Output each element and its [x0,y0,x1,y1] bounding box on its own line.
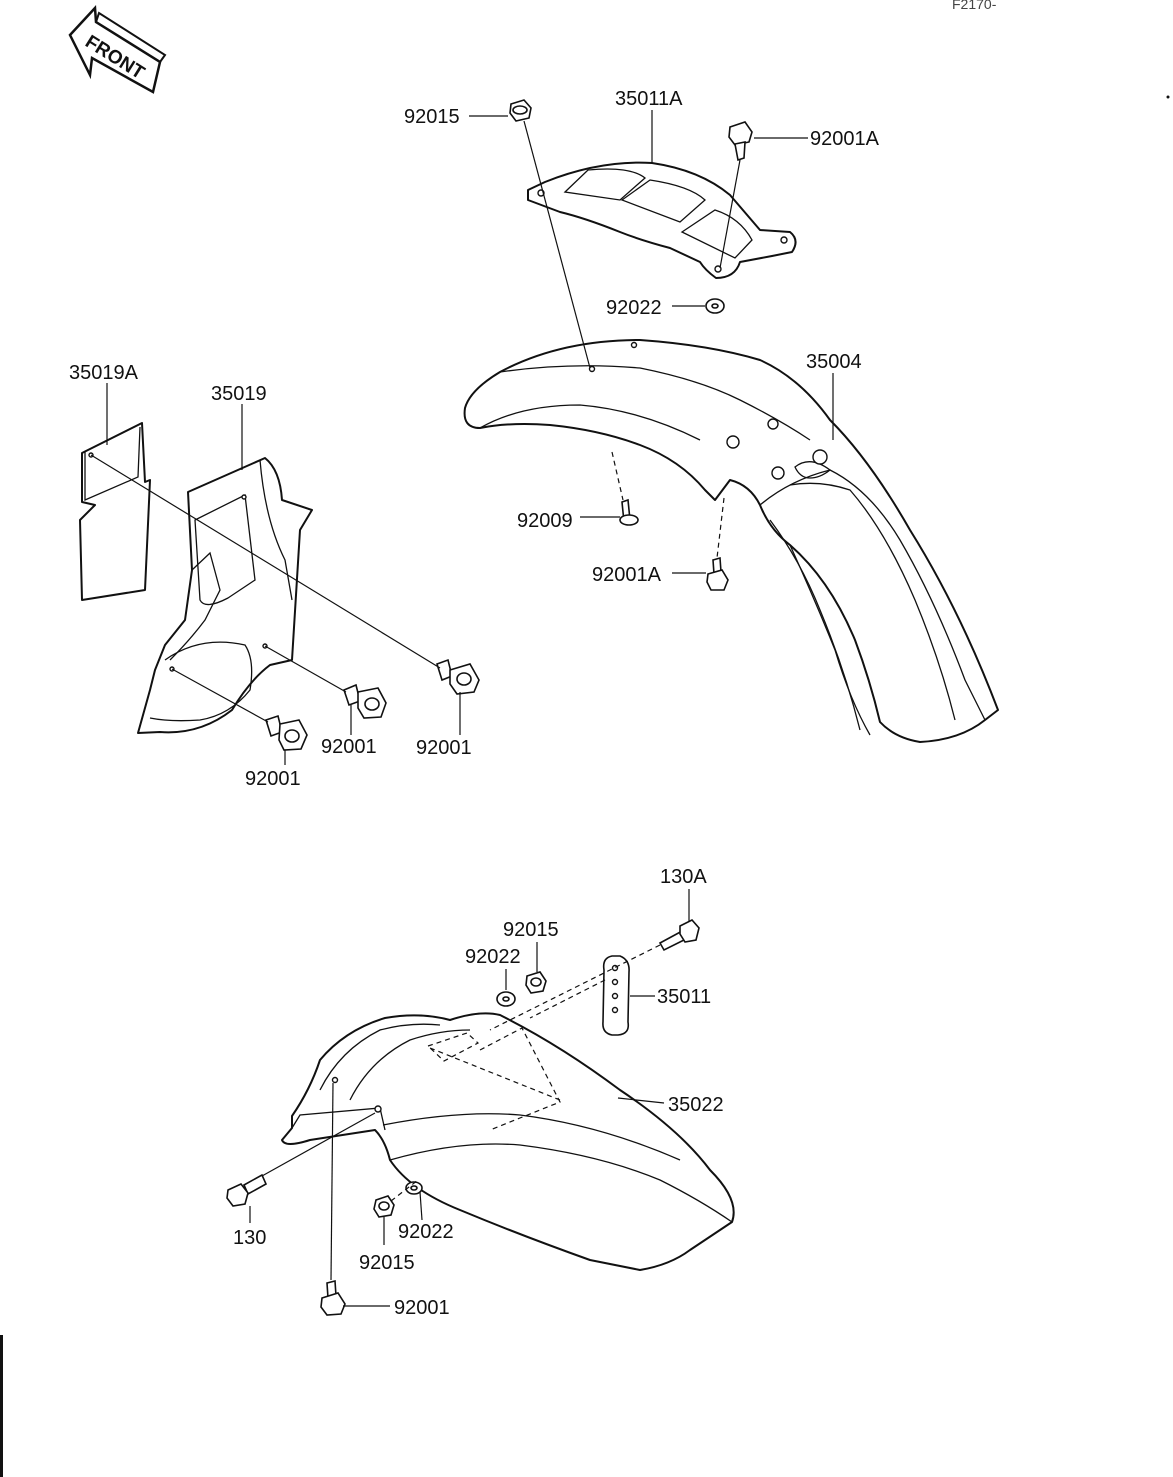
label-92001-bottom: 92001 [394,1297,450,1319]
label-92001-left: 92001 [245,768,301,790]
label-130A: 130A [660,866,707,888]
washer-92022-top [705,298,725,314]
plate-35011 [602,955,630,1036]
bolt-130 [226,1173,268,1207]
label-35004: 35004 [806,351,862,373]
page-code: F2170- [952,0,997,12]
nut-92015-top [509,99,532,122]
label-130: 130 [233,1227,266,1249]
label-92015-top: 92015 [404,106,460,128]
bolt-92001A-top [728,121,753,162]
bolt-92001-left [265,714,308,751]
washer-92022-low [405,1181,423,1195]
label-35011A: 35011A [615,88,683,110]
nut-92015-mid [525,971,547,994]
label-92015-low: 92015 [359,1252,415,1274]
label-92022-mid: 92022 [465,946,521,968]
fender-35022 [281,1012,735,1271]
leader-lines [90,110,834,1307]
carrier-bracket-35011A [527,161,797,279]
label-35019A: 35019A [69,362,139,384]
fender-35004 [463,339,999,743]
scan-dot [1166,95,1170,99]
label-35022: 35022 [668,1094,724,1116]
front-arrow-icon: FRONT [68,5,167,94]
label-92022-top: 92022 [606,297,662,319]
bolt-92001-bottom [320,1279,346,1316]
label-92001A-top: 92001A [810,128,880,150]
label-35019: 35019 [211,383,267,405]
washer-92022-mid [496,991,516,1007]
label-92001-middle: 92001 [321,736,377,758]
flap-35019A [79,422,151,601]
scan-edge-mark [0,1335,3,1477]
bolt-92001-right [436,658,480,695]
label-92009: 92009 [517,510,573,532]
guard-35019 [137,457,313,734]
label-92001-right: 92001 [416,737,472,759]
bolt-92001A-mid [706,556,729,591]
label-92015-mid: 92015 [503,919,559,941]
label-92022-low: 92022 [398,1221,454,1243]
label-35011: 35011 [657,986,711,1008]
label-92001A-mid: 92001A [592,564,662,586]
screw-92009 [619,498,639,526]
bolt-92001-middle [343,683,387,719]
bolt-130A [658,919,700,952]
nut-92015-low [373,1195,395,1218]
